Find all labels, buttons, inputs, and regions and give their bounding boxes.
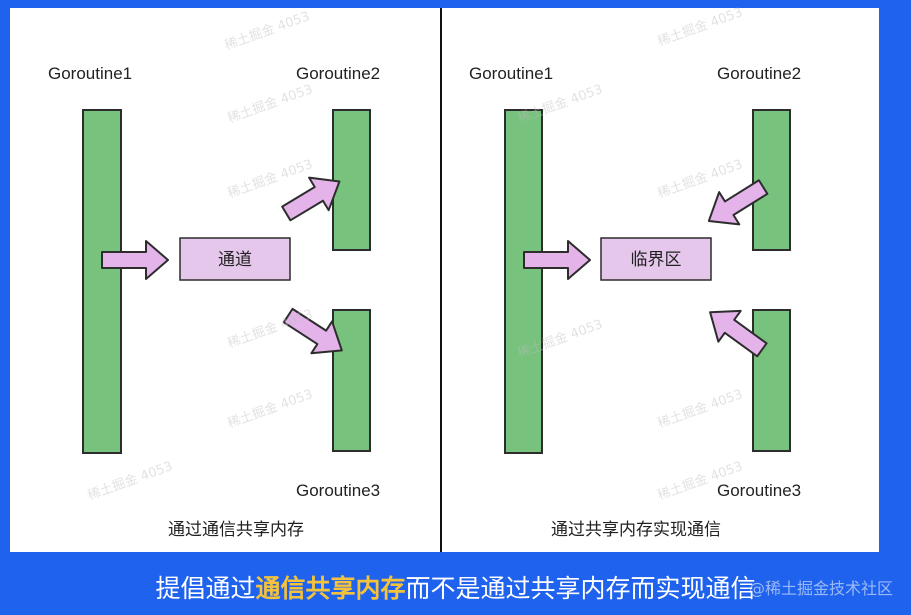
- arrow-g1-to-critical-section: [523, 240, 591, 280]
- critical-section-label: 临界区: [631, 250, 682, 270]
- arrow-channel-to-g3: [282, 307, 343, 355]
- left-goroutine1-label: Goroutine1: [48, 64, 132, 83]
- right-goroutine3-label: Goroutine3: [717, 481, 801, 500]
- right-goroutine2-label: Goroutine2: [717, 64, 801, 83]
- diagram-canvas: 通道 Goroutine1 Goroutine2 Goroutine3 通过通信…: [48, 8, 801, 552]
- subtitle-part1: 提倡通过: [155, 574, 256, 603]
- left-caption: 通过通信共享内存: [168, 520, 304, 540]
- critical-section-box: [600, 237, 712, 281]
- subtitle-part2: 而不是通过共享内存而实现通信: [405, 574, 756, 603]
- right-caption: 通过共享内存实现通信: [551, 520, 721, 540]
- left-goroutine3-label: Goroutine3: [296, 481, 380, 500]
- right-goroutine1-label: Goroutine1: [469, 64, 553, 83]
- left-goroutine1-bar: [82, 109, 122, 454]
- subtitle-caption: 提倡通过通信共享内存而不是通过共享内存而实现通信: [0, 570, 911, 608]
- right-goroutine3-bar: [752, 309, 791, 452]
- left-goroutine3-bar: [332, 309, 371, 452]
- left-goroutine2-label: Goroutine2: [296, 64, 380, 83]
- arrow-channel-to-g2: [281, 176, 341, 222]
- left-goroutine2-bar: [332, 109, 371, 251]
- channel-box-label: 通道: [218, 250, 252, 270]
- site-watermark: @稀土掘金技术社区: [748, 579, 893, 598]
- arrow-g3-to-critical-section: [709, 309, 768, 358]
- right-goroutine1-bar: [504, 109, 543, 454]
- arrow-g2-to-critical-section: [707, 179, 769, 226]
- diagram-panel: 通道 Goroutine1 Goroutine2 Goroutine3 通过通信…: [10, 5, 879, 552]
- subtitle-highlight: 通信共享内存: [255, 574, 406, 603]
- channel-box: [179, 237, 291, 281]
- arrow-g1-to-channel: [101, 240, 169, 280]
